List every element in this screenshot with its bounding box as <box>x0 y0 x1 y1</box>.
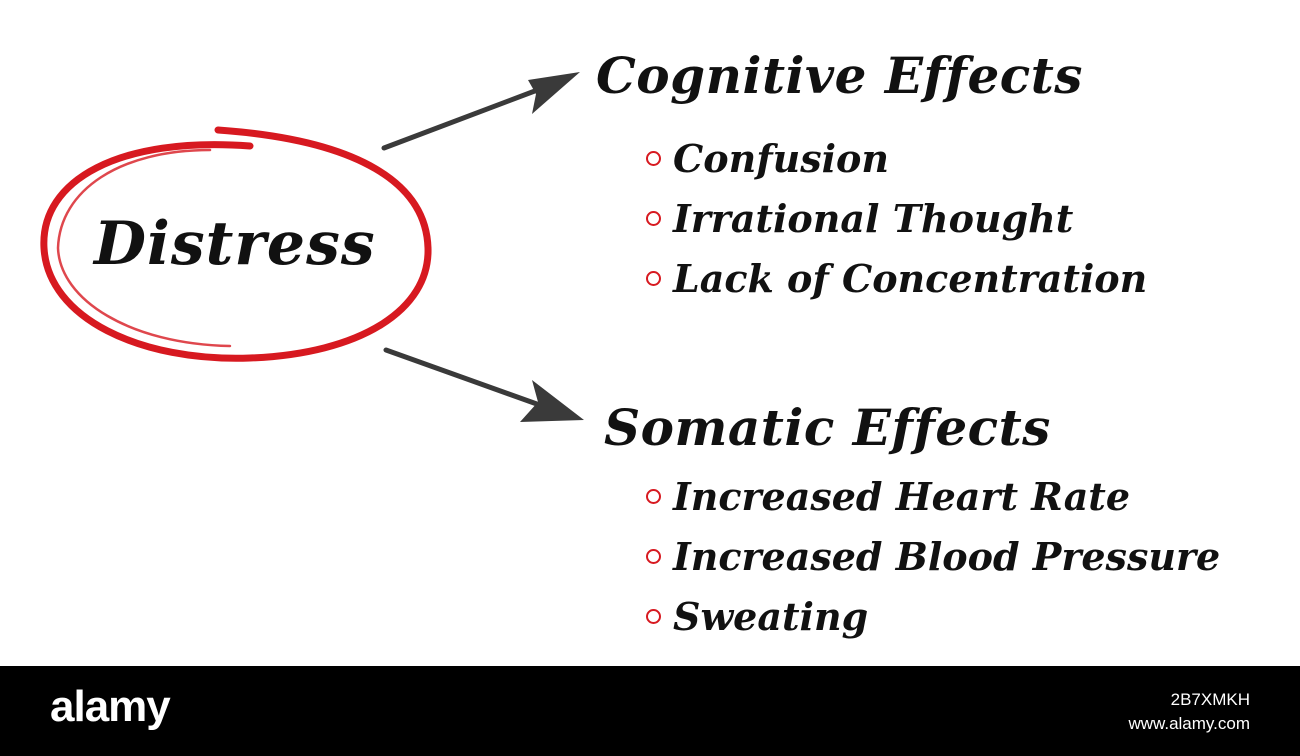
watermark-banner: alamy 2B7XMKH www.alamy.com <box>0 666 1300 756</box>
list-item: Sweating <box>646 586 1220 646</box>
bullet-circle-icon <box>646 488 661 504</box>
diagram-graphics <box>40 72 584 422</box>
bullet-circle-icon <box>646 608 661 624</box>
arrow-to-cognitive-effects <box>381 72 580 151</box>
watermark-info: 2B7XMKH www.alamy.com <box>1128 688 1250 736</box>
alamy-logo: alamy <box>50 682 171 731</box>
list-item-label: Lack of Concentration <box>673 255 1148 301</box>
center-concept-label: Distress <box>94 209 376 279</box>
list-item: Increased Heart Rate <box>646 466 1220 526</box>
somatic-effects-list: Increased Heart Rate Increased Blood Pre… <box>646 466 1220 646</box>
list-item: Increased Blood Pressure <box>646 526 1220 586</box>
site-url: www.alamy.com <box>1128 714 1250 733</box>
center-ring <box>40 126 432 362</box>
list-item-label: Increased Blood Pressure <box>673 533 1221 579</box>
list-item-label: Sweating <box>673 593 869 639</box>
diagram-canvas: Distress Cognitive Effects Confusion Irr… <box>40 46 1221 646</box>
cognitive-effects-list: Confusion Irrational Thought Lack of Con… <box>646 128 1147 308</box>
list-item-label: Increased Heart Rate <box>673 473 1131 519</box>
somatic-effects-heading: Somatic Effects <box>604 398 1051 457</box>
cognitive-effects-heading: Cognitive Effects <box>596 46 1083 105</box>
bullet-circle-icon <box>646 270 661 286</box>
image-id: 2B7XMKH <box>1170 690 1250 709</box>
arrow-to-somatic-effects <box>383 347 584 422</box>
list-item-label: Irrational Thought <box>673 195 1074 241</box>
bullet-circle-icon <box>646 210 661 226</box>
list-item: Irrational Thought <box>646 188 1147 248</box>
list-item: Confusion <box>646 128 1147 188</box>
bullet-circle-icon <box>646 150 661 166</box>
list-item-label: Confusion <box>673 135 889 181</box>
list-item: Lack of Concentration <box>646 248 1147 308</box>
bullet-circle-icon <box>646 548 661 564</box>
